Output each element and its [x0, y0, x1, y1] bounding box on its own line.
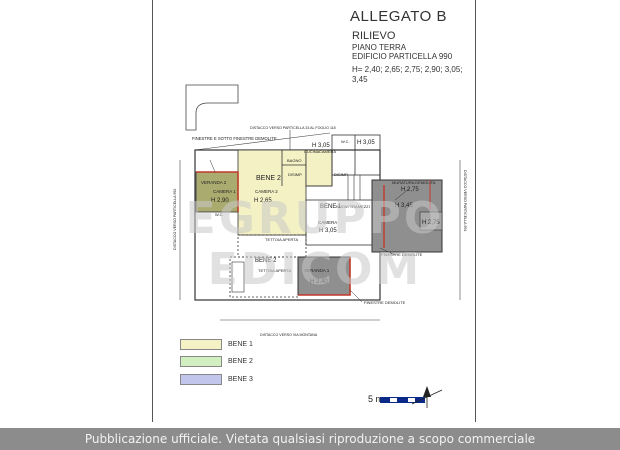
bagno-label: BAGNO	[287, 158, 301, 163]
veranda2-room	[195, 171, 239, 213]
veranda1-height: H 2,40	[310, 279, 328, 285]
sheet-subtitle: RILIEVO	[352, 30, 396, 42]
footer-notice: Pubblicazione ufficiale. Vietata qualsia…	[0, 428, 620, 450]
cucina-room	[305, 149, 333, 187]
camera-height-top: H 3,05	[357, 140, 375, 146]
camera-top-label: CAMERA	[319, 149, 336, 154]
scale-label: 5 m.	[368, 394, 386, 404]
legend-label: BENE 3	[228, 376, 253, 383]
cucina-height: H 3,05	[312, 143, 330, 149]
disimp-label-2: DISIMP.	[334, 172, 348, 177]
camera-lower-label: CAMERA	[318, 220, 337, 225]
cucina-label: CUCINA	[304, 149, 320, 154]
bene2-area	[237, 149, 307, 236]
building-label: EDIFICIO PARTICELLA 990	[352, 52, 453, 61]
bene2-label: BENE 2	[256, 175, 281, 182]
bene3-height-1: H 2,75	[401, 187, 419, 193]
camera2-height: H 2,65	[254, 198, 272, 204]
bene3-height-3: H 2,75	[422, 220, 440, 226]
nuovi-tramezzi-label: NUOVI TRAMEZZI	[336, 204, 370, 209]
tettoia-label-1: TETTOIA APERTA	[265, 237, 298, 242]
disimp-label-1: DISIMP.	[288, 172, 302, 177]
north-arrow-icon	[411, 386, 443, 408]
distance-top-label: DISTACCO VERSO PARTICELLA 33 AL FOGLIO 1…	[250, 126, 336, 130]
veranda1-label: VERANDA 1	[304, 268, 330, 273]
camera1-height: H 2,90	[211, 198, 229, 204]
veranda2-demolished-edge	[196, 171, 239, 212]
camera2-label: CAMERA 2	[255, 189, 278, 194]
camera1-label: CAMERA 1	[213, 189, 236, 194]
legend-item-bene3: BENE 3	[180, 374, 253, 385]
heights-list: H= 2,40; 2,65; 2,75; 2,90; 3,05; 3,45	[352, 65, 463, 84]
tettoia-label-2: TETTOIA APERTA	[258, 268, 291, 273]
sheet-title: ALLEGATO B	[350, 8, 447, 25]
legend-label: BENE 1	[228, 341, 253, 348]
legend-item-bene1: BENE 1	[180, 339, 253, 350]
veranda2-label: VERANDA 2	[201, 180, 227, 185]
veranda1-room	[297, 256, 351, 296]
finestre-bottom-label: FINESTRE DEMOLITE	[364, 300, 406, 305]
external-stair-outline	[185, 84, 239, 131]
wc-label-2: W.C.	[215, 212, 224, 217]
wc-label-1: W.C.	[341, 139, 350, 144]
distance-right-label: DISTACCO VERSO PARTICELLA 991	[463, 170, 467, 231]
bene1-height: H 3,05	[319, 228, 337, 234]
camera-wc-block	[331, 134, 381, 176]
tettoia-area-2	[229, 256, 299, 298]
veranda1-demolished-edge	[298, 257, 351, 296]
bene2b-label: BENE 2	[255, 258, 277, 264]
legend-swatch	[180, 339, 222, 350]
muratura-label: MURATURA DEMOLITA	[392, 180, 436, 185]
finestre-right-label: FINESTRE DEMOLITE	[381, 252, 423, 257]
legend-label: BENE 2	[228, 358, 253, 365]
legend-swatch	[180, 374, 222, 385]
bene1-label: BENE 1	[320, 204, 342, 210]
distance-left-label: DISTACCO VERSO PARTICELLA 992	[173, 189, 177, 250]
finestre-top-label: FINESTRE E SOTTO FINESTRE DEMOLITE	[192, 136, 277, 141]
legend-swatch	[180, 356, 222, 367]
floor-label: PIANO TERRA	[352, 43, 407, 52]
legend-item-bene2: BENE 2	[180, 356, 253, 367]
bene3-height-2: H 3,45	[395, 203, 413, 209]
distance-bottom-label: DISTACCO VERSO VIA MONTANA	[260, 333, 318, 337]
boundary-line-top	[194, 132, 331, 151]
watermark: EGRUPPO EDICOM	[185, 193, 445, 295]
